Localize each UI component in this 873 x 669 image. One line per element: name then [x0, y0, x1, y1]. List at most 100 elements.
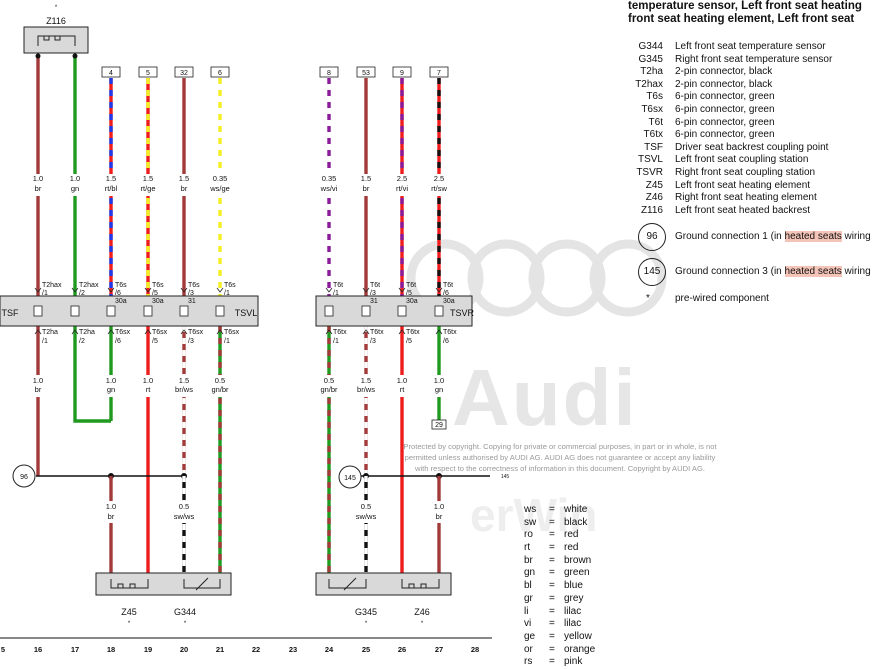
legend-row: T6s 6-pin connector, green — [628, 91, 873, 104]
color-name: pink — [564, 656, 583, 668]
legend-code: G344 — [638, 41, 663, 52]
ref-box — [431, 419, 447, 430]
color-abbrev: ge — [524, 630, 536, 642]
ref-box — [392, 66, 412, 78]
pin-label: T6t — [333, 282, 343, 289]
pin-arrow — [325, 287, 333, 293]
wire-dot — [72, 53, 78, 59]
ref-number: 6 — [218, 70, 222, 77]
legend-desc: Driver seat backrest coupling point — [675, 141, 829, 153]
axis-number: 28 — [471, 645, 479, 654]
sensor-symbol — [183, 577, 221, 591]
ref-number: 5 — [146, 70, 150, 77]
axis-number: 19 — [144, 645, 152, 654]
ref-box — [138, 66, 158, 78]
legend-code: Z116 — [640, 204, 663, 216]
wire-size-label: 0.35 — [322, 174, 337, 183]
color-abbrev: sw — [524, 516, 537, 528]
legend-row: TSVL Left front seat coupling station — [628, 154, 873, 167]
wire-color-label: rt/vi — [396, 184, 408, 193]
pin-arrow — [362, 329, 370, 335]
legend-code: T6sx — [641, 103, 663, 115]
color-abbrev: or — [524, 643, 533, 655]
pin-label: /5 — [406, 338, 412, 345]
color-code-row: li = lilac — [524, 606, 614, 619]
legend-row: G344 Left front seat temperature sensor — [628, 41, 873, 54]
pin-label: 30a — [115, 298, 127, 305]
label-bg — [25, 375, 51, 397]
ground-ref-small: 145 — [501, 474, 510, 480]
pin-label: /2 — [79, 338, 85, 345]
highlight-term: heated seats — [784, 231, 842, 243]
color-abbrev: bl — [524, 580, 532, 592]
pin-label: T6s — [152, 282, 164, 289]
ground-circle: 96 — [638, 223, 666, 252]
wire-color-label: br — [35, 385, 42, 394]
pin-label: T6tx — [333, 329, 347, 336]
component-label: G344 — [174, 607, 196, 617]
pin-label: T6tx — [443, 329, 457, 336]
legend-desc: Right front seat temperature sensor — [675, 53, 833, 65]
ground-desc-tail: wiring — [841, 266, 871, 278]
legend-desc: Left front seat coupling station — [675, 154, 809, 166]
color-name: lilac — [564, 605, 582, 617]
watermark-brand: Audi — [452, 353, 638, 442]
label-bg — [171, 174, 197, 196]
wire-size-label: 1.5 — [143, 174, 153, 183]
legend-code: Z46 — [645, 192, 663, 204]
legend-code: T2hax — [635, 78, 663, 90]
color-abbrev: gr — [524, 592, 533, 604]
pin-socket — [179, 305, 189, 317]
wire-color-label: br — [35, 184, 42, 193]
pin-label: 30a — [443, 298, 455, 305]
component-label: Z45 — [121, 607, 137, 617]
wire-color-label: rt — [146, 385, 151, 394]
color-equals: = — [549, 580, 555, 592]
color-code-row: ge = yellow — [524, 631, 614, 644]
wire-dot — [35, 53, 41, 59]
legend-row: T2hax 2-pin connector, black — [628, 79, 873, 92]
connector-boxes — [0, 26, 473, 596]
pin-label: T6t — [443, 282, 453, 289]
pin-socket — [143, 305, 153, 317]
legend-row: Z116 Left front seat heated backrest — [628, 205, 873, 218]
wire-size-label: 1.0 — [434, 376, 444, 385]
wire-color-label: br — [436, 512, 443, 521]
legend-desc: Left front seat temperature sensor — [675, 41, 826, 52]
wire-size-label: 1.0 — [33, 174, 43, 183]
pin-socket — [70, 305, 80, 317]
legend-desc: 6-pin connector, green — [675, 129, 775, 141]
heating-element-symbol — [110, 579, 149, 589]
watermark-erwin: erWin — [470, 489, 598, 541]
pin-label: T6sx — [115, 329, 131, 336]
pin-label: T6s — [115, 282, 127, 289]
label-bg — [98, 174, 124, 196]
pin-label: T2hax — [42, 282, 62, 289]
ground-circle: 145 — [638, 258, 666, 287]
pin-label: /3 — [370, 290, 376, 297]
pin-label: 31 — [370, 298, 378, 305]
pin-socket — [33, 305, 43, 317]
wire-color-label: rt/bl — [105, 184, 118, 193]
wire-size-label: 2.5 — [434, 174, 444, 183]
pin-arrow — [216, 287, 224, 293]
diagram-title: temperature sensor, Left front seat heat… — [628, 0, 873, 26]
color-equals: = — [549, 504, 555, 515]
legend-row: TSVR Right front seat coupling station — [628, 167, 873, 180]
pin-label: T6s — [224, 282, 236, 289]
color-code-row: br = brown — [524, 555, 614, 568]
wire-color-label: ws/ge — [209, 184, 230, 193]
ref-number: 32 — [180, 70, 188, 77]
diagram-labels: *Z1161.0br1.0gn1.5rt/bl1.5rt/ge1.5br0.35… — [0, 5, 509, 654]
wire-size-label: 0.5 — [324, 376, 334, 385]
label-bg — [426, 501, 452, 523]
label-bg — [135, 375, 161, 397]
label-bg — [353, 375, 379, 397]
legend-row: T6tx 6-pin connector, green — [628, 129, 873, 142]
component-label: Z46 — [414, 607, 430, 617]
wire-color-label: br — [108, 512, 115, 521]
label-bg — [135, 174, 161, 196]
wire-color-label: br/ws — [357, 385, 375, 394]
heating-element-symbol — [37, 35, 76, 46]
legend-code: Z45 — [645, 179, 663, 191]
